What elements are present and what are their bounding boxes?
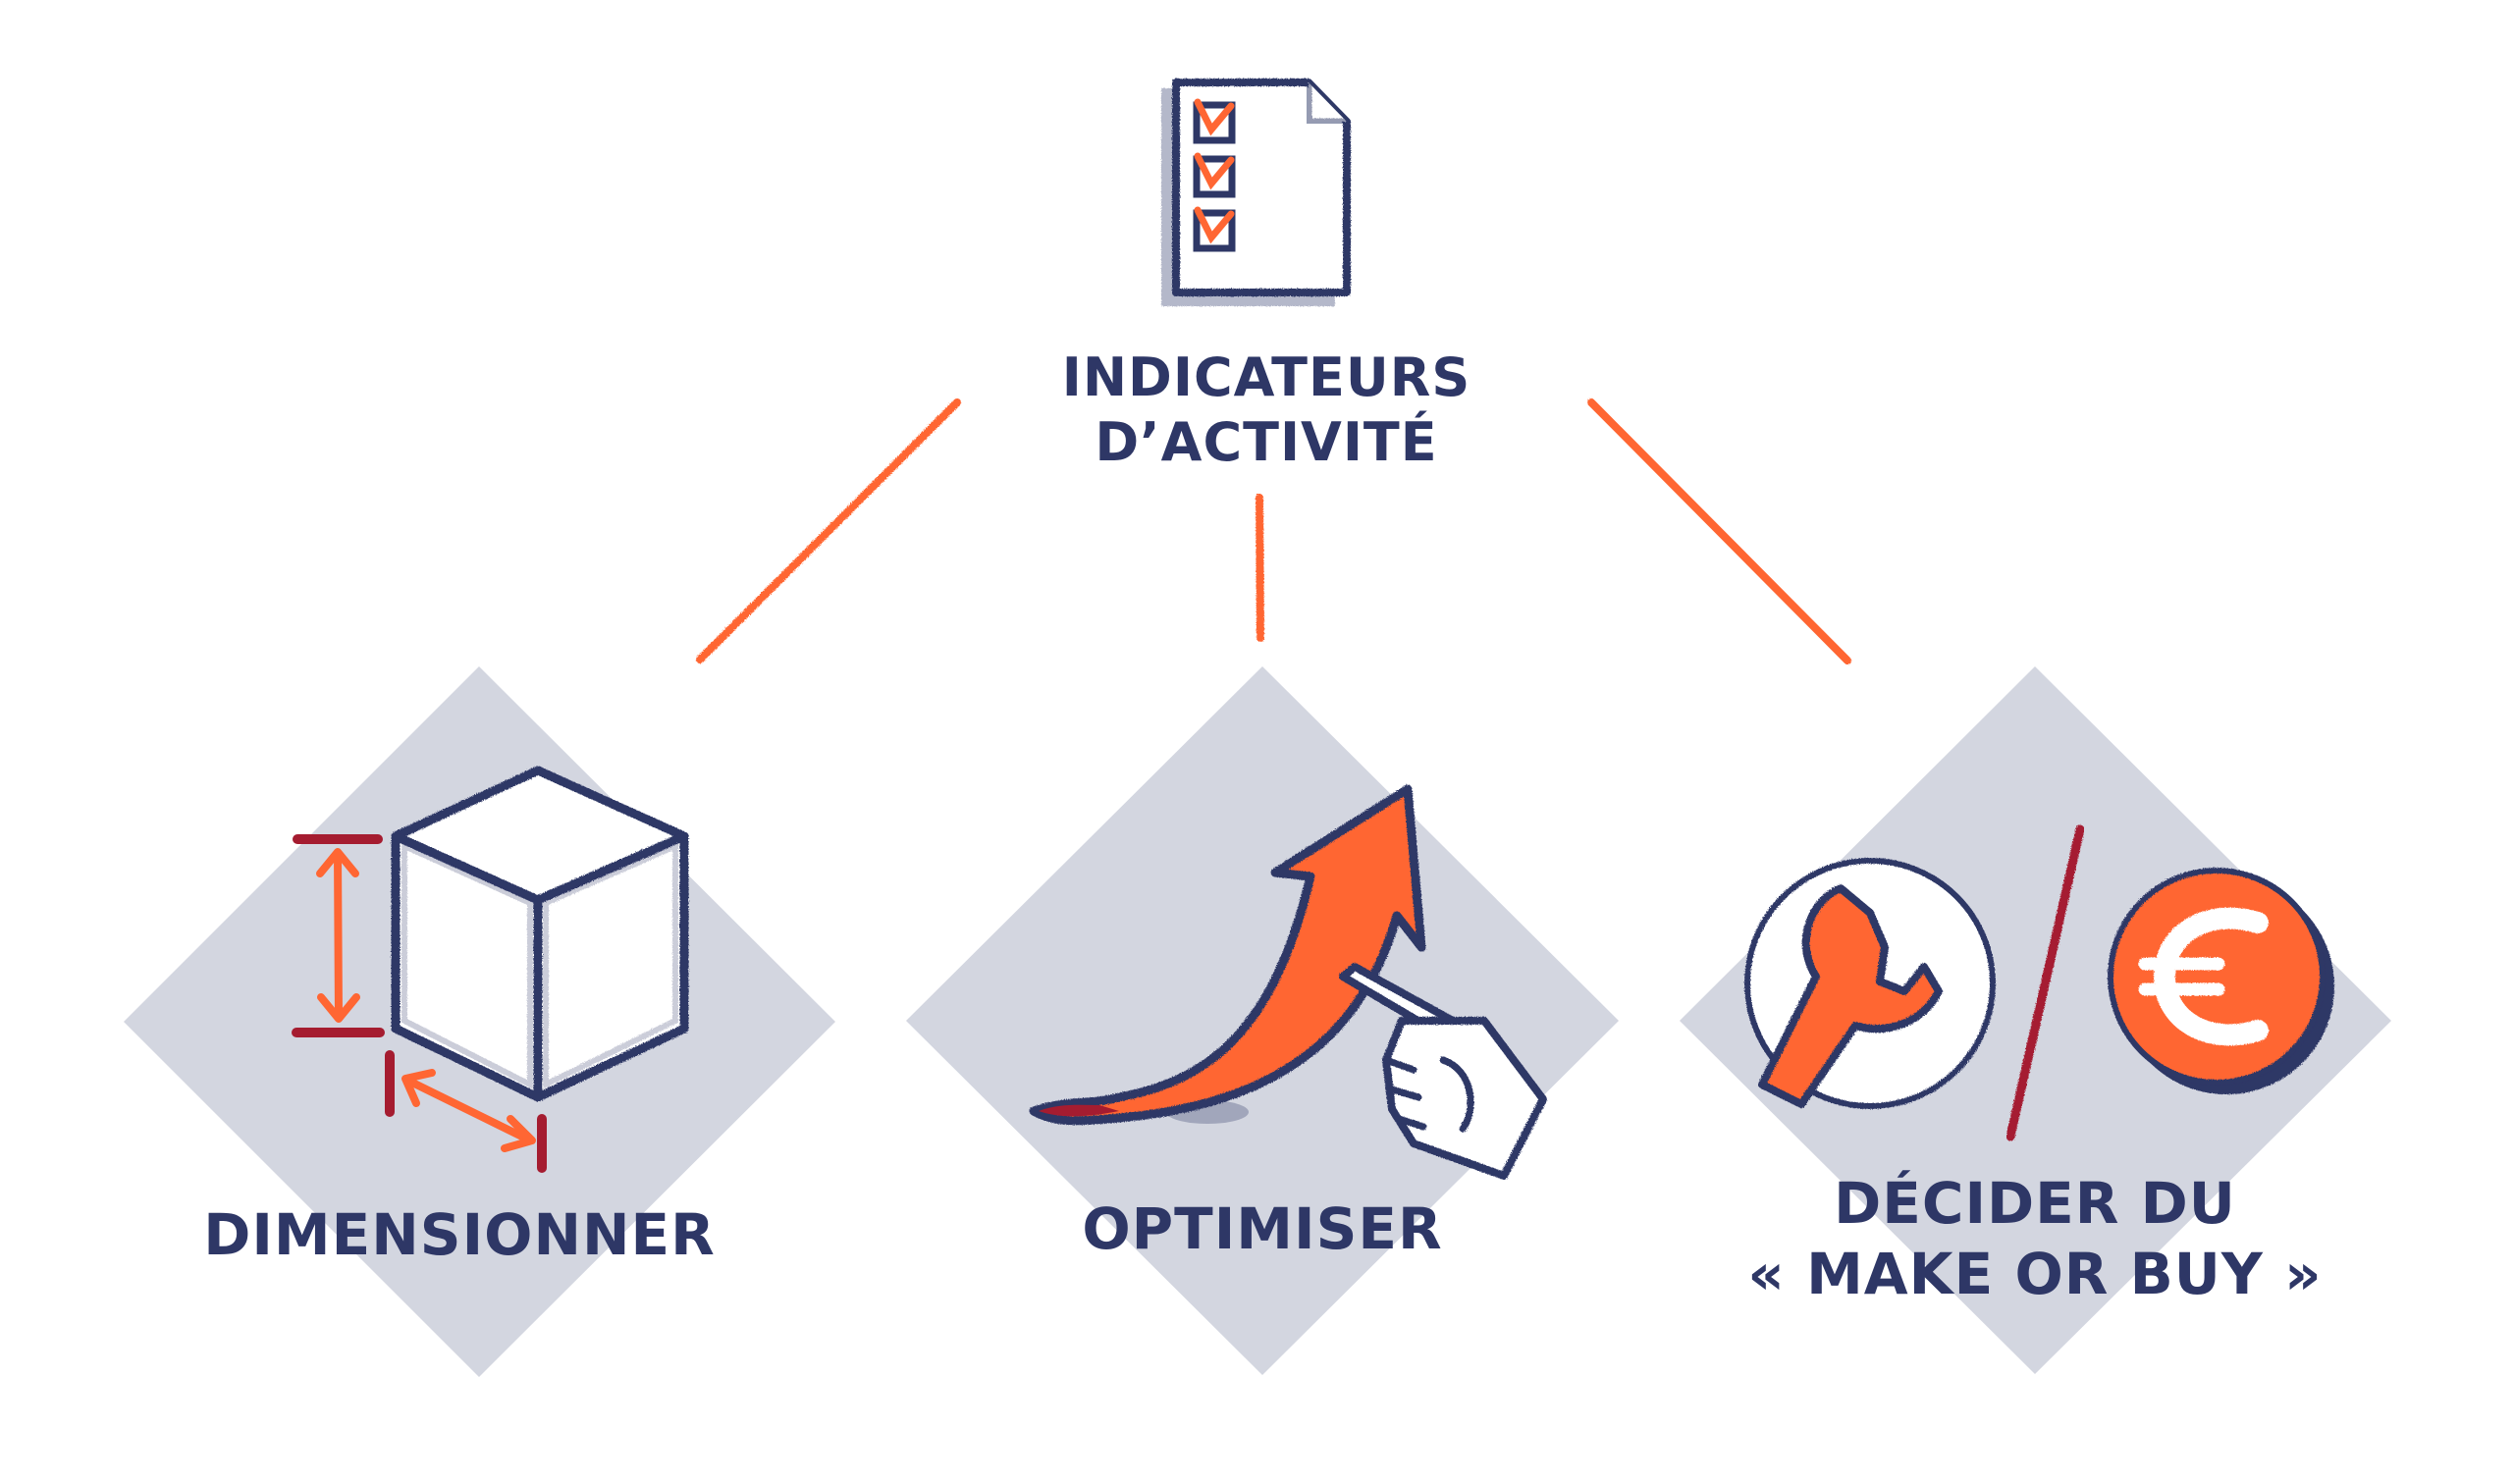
node-label-make-or-buy: DÉCIDER DU « MAKE OR BUY »: [1740, 1168, 2329, 1309]
height-dimension: [292, 834, 385, 1037]
node-label-line2: « MAKE OR BUY »: [1747, 1241, 2323, 1307]
connector-right: [1587, 398, 1851, 664]
depth-dimension: [385, 1050, 547, 1173]
node-label-dimensionner: DIMENSIONNER: [185, 1199, 734, 1270]
checklist-document-icon: [1161, 79, 1351, 306]
rising-arrow: [1029, 784, 1426, 1126]
checkbox-1: [1193, 98, 1236, 144]
node-label-line1: OPTIMISER: [1082, 1195, 1443, 1262]
root-title: INDICATEURS D’ACTIVITÉ: [1021, 345, 1512, 475]
node-label-optimiser: OPTIMISER: [1017, 1193, 1508, 1264]
connector-lines: [696, 398, 1851, 664]
euro-coin-icon: [2108, 868, 2334, 1094]
connector-left: [696, 398, 961, 663]
wrench-icon: [1744, 858, 1996, 1109]
checkbox-2: [1193, 152, 1236, 198]
rising-arrow-hand-icon: [1029, 784, 1547, 1180]
slash-divider: [2005, 824, 2085, 1141]
root-title-line1: INDICATEURS: [1061, 346, 1471, 408]
node-label-line1: DIMENSIONNER: [203, 1201, 716, 1268]
root-title-line2: D’ACTIVITÉ: [1095, 411, 1438, 473]
node-label-line1: DÉCIDER DU: [1834, 1170, 2236, 1237]
pointing-hand: [1339, 963, 1547, 1180]
checkbox-3: [1193, 206, 1236, 252]
cube-dimensions-icon: [292, 766, 689, 1173]
connector-center: [1256, 494, 1264, 642]
